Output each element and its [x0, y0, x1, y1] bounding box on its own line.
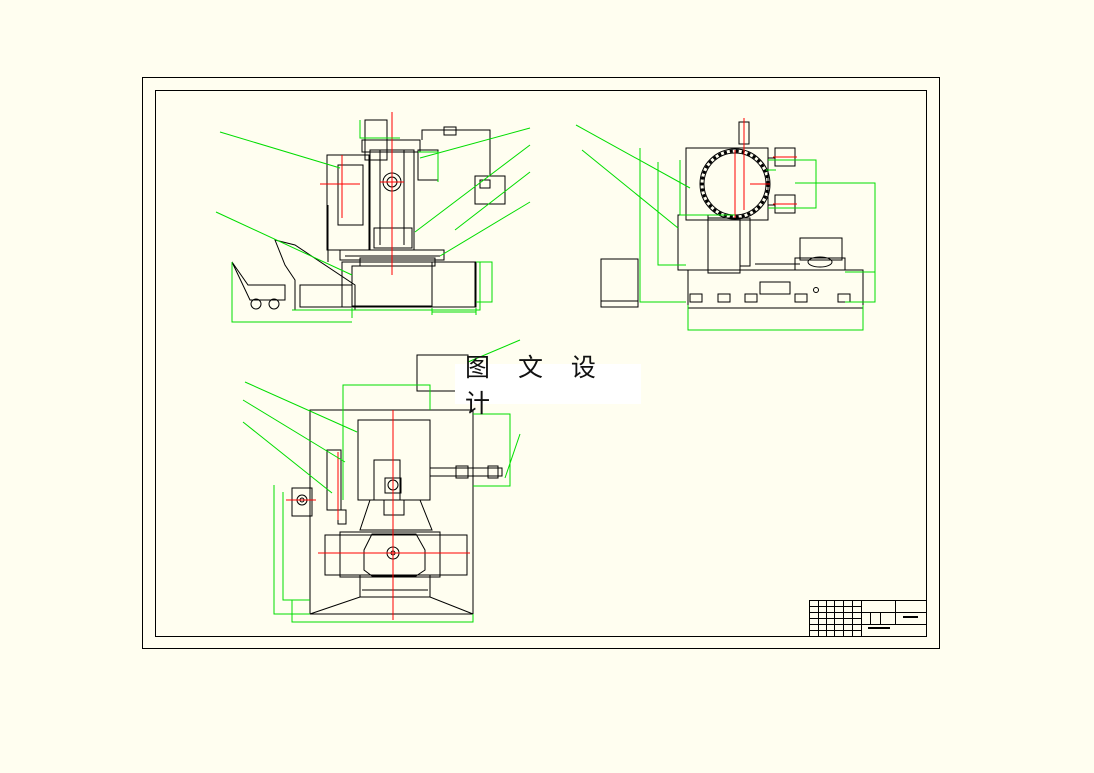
- title-block: [809, 600, 927, 637]
- top-center-lines: [286, 410, 470, 620]
- top-dimensions: [242, 339, 521, 623]
- front-view: [231, 119, 506, 311]
- inner-border: [155, 90, 927, 637]
- front-dimensions: [215, 120, 531, 323]
- side-dimensions: [575, 124, 876, 331]
- front-center-lines: [320, 112, 404, 275]
- outer-border: [142, 77, 940, 649]
- side-center-lines: [734, 118, 797, 218]
- watermark: 图 文 设 计: [455, 353, 641, 418]
- watermark-text: 图 文 设 计: [465, 353, 606, 418]
